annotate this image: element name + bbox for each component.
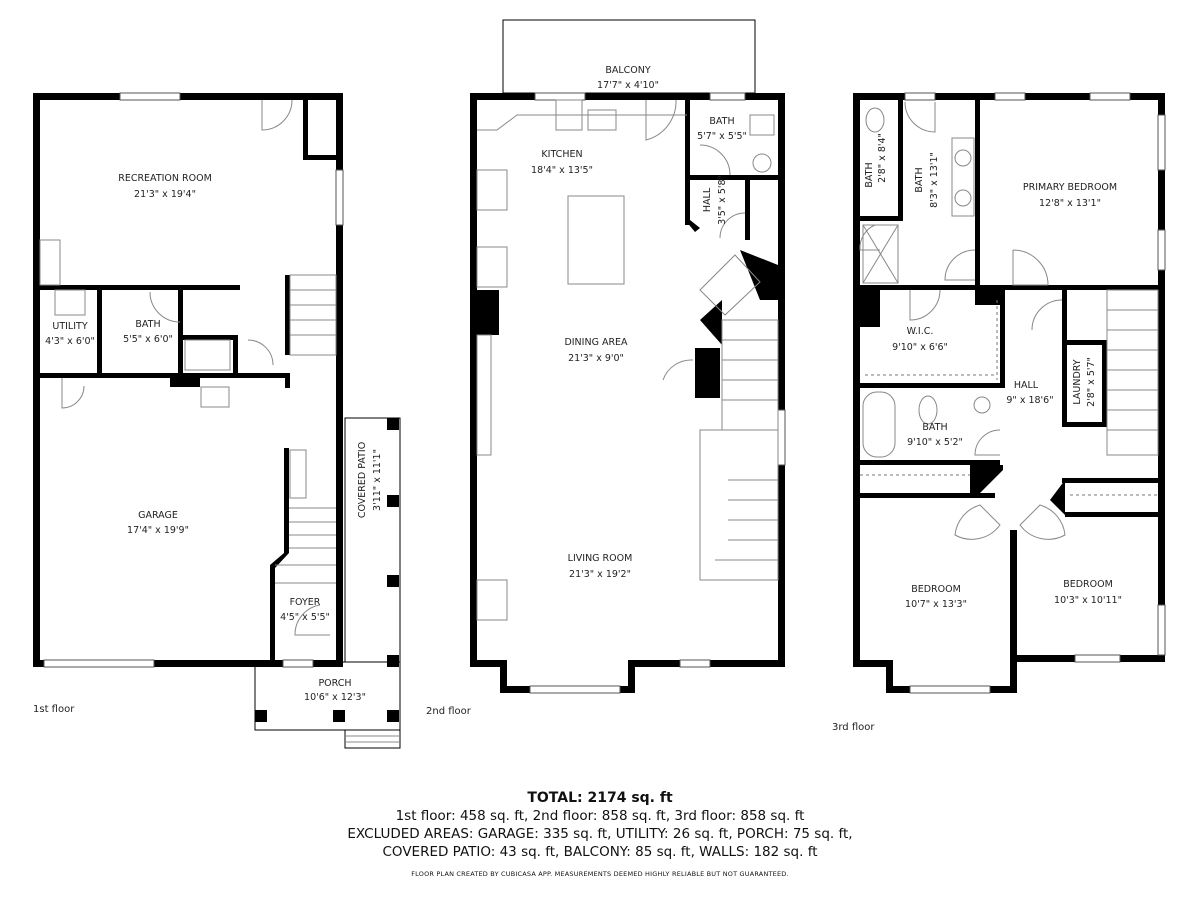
room-name: HALL (1014, 380, 1039, 391)
room-dimensions: 8'3" x 13'1" (929, 152, 940, 208)
room-dimensions: 17'4" x 19'9" (127, 525, 189, 536)
room-dimensions: 10'6" x 12'3" (304, 692, 366, 703)
room-dimensions: 12'8" x 13'1" (1039, 198, 1101, 209)
porch-steps (344, 729, 401, 749)
second-floor-plan: BALCONY 17'7" x 4'10" KITCHEN 18'4" x 13… (426, 19, 786, 717)
room-dimensions: 17'7" x 4'10" (597, 80, 659, 91)
room-name: HALL (702, 187, 713, 212)
room-name: RECREATION ROOM (118, 173, 212, 184)
floor-label: 1st floor (33, 704, 75, 715)
room-name: BEDROOM (911, 584, 961, 595)
total-area: TOTAL: 2174 sq. ft (527, 790, 673, 806)
room-name: W.I.C. (907, 326, 934, 337)
room-dimensions: 4'3" x 6'0" (45, 336, 95, 347)
room-name: COVERED PATIO (357, 442, 368, 518)
room-dimensions: 3'11" x 11'1" (372, 449, 383, 511)
room-name: LIVING ROOM (568, 553, 633, 564)
room-dimensions: 10'3" x 10'11" (1054, 595, 1122, 606)
excluded-areas-line-2: COVERED PATIO: 43 sq. ft, BALCONY: 85 sq… (382, 844, 818, 860)
room-name: LAUNDRY (1072, 359, 1083, 404)
room-name: BATH (864, 162, 875, 187)
room-dimensions: 21'3" x 19'2" (569, 569, 631, 580)
room-dimensions: 2'8" x 5'7" (1086, 357, 1097, 407)
room-dimensions: 21'3" x 19'4" (134, 189, 196, 200)
room-name: PRIMARY BEDROOM (1023, 182, 1117, 193)
room-dimensions: 9" x 18'6" (1006, 395, 1053, 406)
room-name: BALCONY (605, 65, 651, 76)
disclaimer: FLOOR PLAN CREATED BY CUBICASA APP. MEAS… (411, 870, 789, 878)
floor-label: 3rd floor (832, 722, 875, 733)
room-dimensions: 10'7" x 13'3" (905, 599, 967, 610)
room-name: BATH (922, 422, 947, 433)
room-dimensions: 2'8" x 8'4" (877, 133, 888, 183)
room-dimensions: 21'3" x 9'0" (568, 353, 624, 364)
room-dimensions: 5'5" x 6'0" (123, 334, 173, 345)
room-dimensions: 9'10" x 5'2" (907, 437, 963, 448)
kitchen-island (567, 195, 625, 285)
room-dimensions: 4'5" x 5'5" (280, 612, 330, 623)
room-dimensions: 5'7" x 5'5" (697, 131, 747, 142)
room-name: BEDROOM (1063, 579, 1113, 590)
first-floor-plan: RECREATION ROOM 21'3" x 19'4" UTILITY 4'… (33, 92, 401, 749)
room-dimensions: 9'10" x 6'6" (892, 342, 948, 353)
excluded-areas-line-1: EXCLUDED AREAS: GARAGE: 335 sq. ft, UTIL… (347, 826, 853, 842)
floor-areas: 1st floor: 458 sq. ft, 2nd floor: 858 sq… (395, 808, 805, 824)
room-name: FOYER (290, 597, 321, 608)
room-name: BATH (914, 167, 925, 192)
room-name: KITCHEN (541, 149, 582, 160)
room-name: GARAGE (138, 510, 178, 521)
room-name: DINING AREA (564, 337, 628, 348)
floor-label: 2nd floor (426, 706, 472, 717)
third-floor-plan: BATH 2'8" x 8'4" BATH 8'3" x 13'1" PRIMA… (832, 92, 1166, 733)
room-name: UTILITY (52, 321, 87, 332)
room-name: PORCH (318, 678, 351, 689)
room-name: BATH (709, 116, 734, 127)
room-name: BATH (135, 319, 160, 330)
room-dimensions: 3'5" x 5'8" (717, 175, 728, 225)
room-dimensions: 18'4" x 13'5" (531, 165, 593, 176)
